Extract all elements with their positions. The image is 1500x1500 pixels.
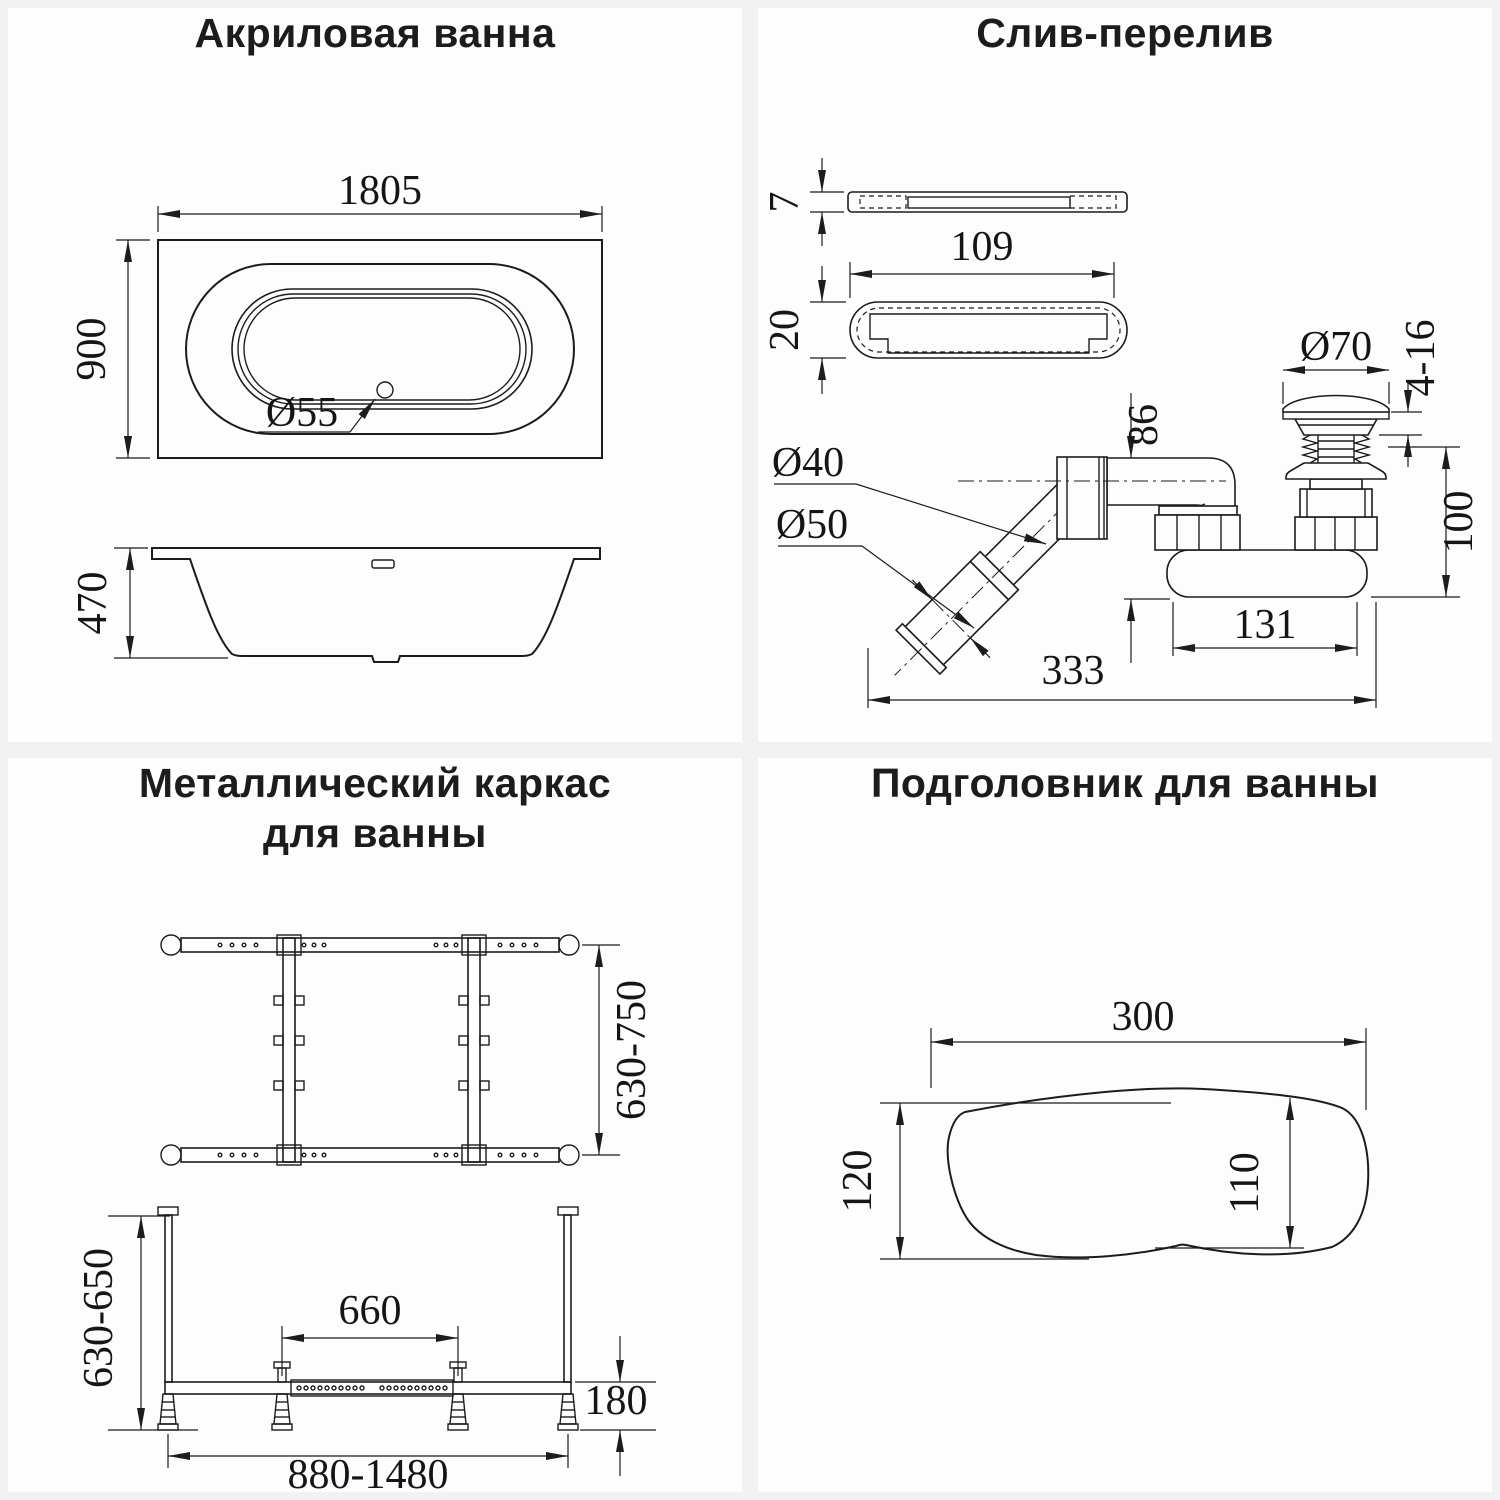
siphon-trap [1154, 505, 1378, 598]
dim-valve-height: 100 [1436, 491, 1482, 554]
dim-overflow-height: 86 [1121, 404, 1167, 446]
dim-pipe-50: Ø50 [776, 502, 848, 548]
drain-valve [1282, 394, 1390, 518]
dim-bathtub-length: 1805 [338, 168, 422, 214]
dim-cap-travel: 4-16 [1398, 320, 1444, 397]
panel-frame: Металлический каркас для ванны [8, 758, 742, 1492]
frame-title-line2: для ванны [263, 810, 487, 857]
dim-cap-diameter: Ø70 [1300, 324, 1372, 370]
overflow-title: Слив-перелив [976, 10, 1274, 56]
bathtub-title: Акриловая ванна [194, 10, 556, 56]
frame-feet [157, 1393, 579, 1431]
dim-headrest-side-height: 120 [835, 1150, 881, 1213]
overflow-drawing: 7 109 20 Ø40 Ø50 86 Ø70 4-16 100 131 333 [762, 158, 1482, 708]
dim-bathtub-width: 900 [69, 318, 115, 381]
dim-frame-width-range: 630-750 [609, 980, 655, 1120]
frame-drawing: 630-750 630-650 660 180 880-1480 [76, 934, 656, 1492]
dim-trap-length: 131 [1234, 602, 1297, 648]
overflow-cover-front-view [849, 301, 1128, 359]
headrest-outline [946, 1087, 1370, 1259]
frame-mount-tabs [273, 995, 490, 1091]
overflow-cover-side-view [847, 191, 1128, 213]
frame-rail-perforation [296, 1385, 448, 1391]
bathtub-top-view [157, 239, 603, 459]
dim-plate-thickness: 7 [762, 192, 808, 213]
dim-headrest-center-height: 110 [1222, 1152, 1268, 1213]
dim-frame-rail-height: 180 [585, 1378, 648, 1424]
frame-title-line1: Металлический каркас [138, 760, 612, 806]
dim-frame-length-range: 880-1480 [288, 1452, 449, 1492]
frame-top-view [160, 934, 580, 1166]
siphon-elbow [1056, 456, 1236, 540]
panel-overflow: Слив-перелив [758, 8, 1492, 742]
bathtub-side-view [151, 547, 601, 663]
dim-cover-height: 20 [762, 309, 808, 351]
headrest-title: Подголовник для ванны [870, 760, 1380, 806]
overflow-dimensions [774, 158, 1460, 708]
panel-headrest: Подголовник для ванны 300 120 110 [758, 758, 1492, 1492]
dim-bathtub-height: 470 [70, 572, 116, 635]
frame-title: Металлический каркас для ванны [8, 758, 742, 858]
frame-dimensions [108, 944, 656, 1476]
frame-rail-holes [217, 942, 539, 1158]
dim-total-length: 333 [1042, 648, 1105, 694]
headrest-drawing: 300 120 110 [835, 994, 1370, 1260]
bathtub-dimensions [114, 206, 603, 659]
dim-bathtub-drain: Ø55 [266, 390, 338, 436]
dim-frame-height-range: 630-650 [76, 1248, 122, 1388]
dim-headrest-width: 300 [1112, 994, 1175, 1040]
bathtub-drawing: 1805 900 Ø55 470 [69, 168, 603, 663]
panel-bathtub: Акриловая ванна [8, 8, 742, 742]
headrest-dimensions [880, 1028, 1367, 1260]
dim-pipe-40: Ø40 [772, 440, 844, 486]
drain-hole [376, 381, 394, 399]
dim-cover-length: 109 [951, 224, 1014, 270]
dim-frame-center-span: 660 [339, 1288, 402, 1334]
